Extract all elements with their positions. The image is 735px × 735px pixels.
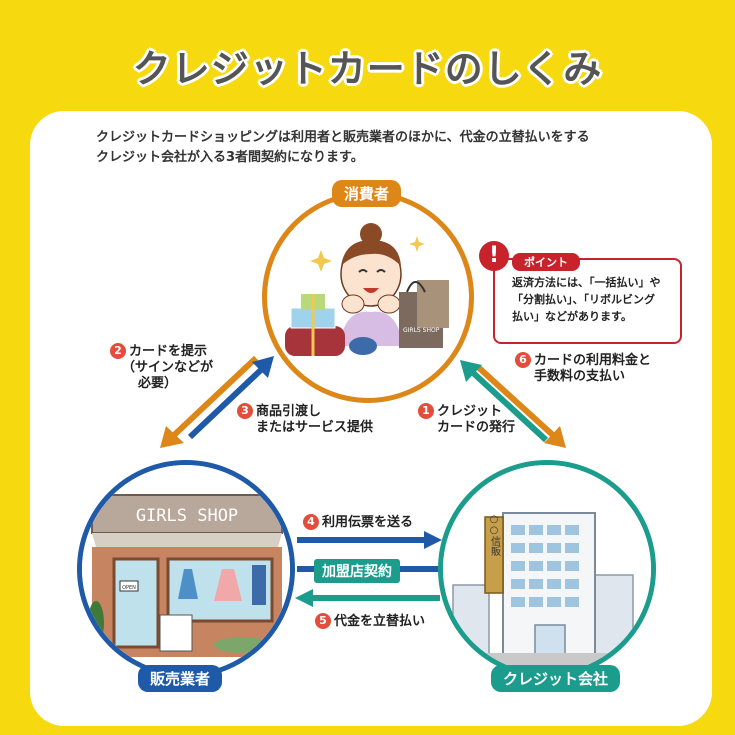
step-5-line-1: 代金を立替払い xyxy=(334,614,426,629)
shop-sign: GIRLS SHOP xyxy=(136,506,238,526)
step-1-line-1: クレジット xyxy=(437,404,503,419)
arrow-card-present xyxy=(160,355,259,448)
credit-company-circle: ○○信販 xyxy=(438,460,656,678)
step-2-number: 2 xyxy=(110,343,126,359)
point-line-2: 「分割払い」、「リボルビング xyxy=(512,293,655,306)
step-1-number: 1 xyxy=(418,403,434,419)
step-5-number: 5 xyxy=(315,613,331,629)
arrow-card-issue xyxy=(475,364,566,448)
point-text: 返済方法には、「一括払い」や 「分割払い」、「リボルビング 払い」などがあります… xyxy=(512,274,682,325)
consumer-label: 消費者 xyxy=(332,180,402,207)
merchant-label: 販売業者 xyxy=(138,665,223,692)
arrow-advance-payment xyxy=(295,589,440,607)
intro-line-1: クレジットカードショッピングは利用者と販売業者のほかに、代金の立替払いをする xyxy=(96,130,590,145)
exclamation-icon: ! xyxy=(479,241,509,271)
bag-text: GIRLS SHOP xyxy=(403,327,440,334)
shop-illustration: GIRLS SHOP OPEN xyxy=(82,465,290,673)
arrow-send-slip xyxy=(297,531,442,549)
building-illustration: ○○信販 xyxy=(443,465,651,673)
step-2-line-3: 必要） xyxy=(138,376,178,391)
step-3-number: 3 xyxy=(237,403,253,419)
contract-label: 加盟店契約 xyxy=(314,559,400,583)
consumer-circle: GIRLS SHOP xyxy=(262,191,474,403)
step-1-line-2: カードの発行 xyxy=(437,420,516,435)
building-sign: ○○信販 xyxy=(489,514,501,557)
step-3-line-1: 商品引渡し xyxy=(256,404,322,419)
arrow-payment xyxy=(460,360,549,443)
open-sign: OPEN xyxy=(122,585,136,591)
intro-text: クレジットカードショッピングは利用者と販売業者のほかに、代金の立替払いをする ク… xyxy=(96,128,656,168)
point-line-1: 返済方法には、「一括払い」や xyxy=(512,276,661,289)
step-6-number: 6 xyxy=(515,352,531,368)
intro-line-2: クレジット会社が入る3者間契約になります。 xyxy=(96,150,364,165)
step-6-line-2: 手数料の支払い xyxy=(534,369,626,384)
point-line-3: 払い」などがあります。 xyxy=(512,310,632,323)
step-6-line-1: カードの利用料金と xyxy=(534,353,652,368)
step-2-line-2: （サインなどが xyxy=(122,360,214,375)
consumer-illustration: GIRLS SHOP xyxy=(285,223,449,356)
step-4-line-1: 利用伝票を送る xyxy=(322,515,414,530)
step-4-number: 4 xyxy=(303,514,319,530)
point-badge: ポイント xyxy=(512,253,580,271)
point-box xyxy=(493,258,682,344)
merchant-circle: GIRLS SHOP OPEN xyxy=(77,460,295,678)
step-3-line-2: またはサービス提供 xyxy=(256,420,374,435)
page-title: クレジットカードのしくみ xyxy=(132,47,603,91)
arrow-goods-delivery xyxy=(187,356,274,440)
credit-company-label: クレジット会社 xyxy=(491,665,621,692)
step-2-line-1: カードを提示 xyxy=(129,344,208,359)
